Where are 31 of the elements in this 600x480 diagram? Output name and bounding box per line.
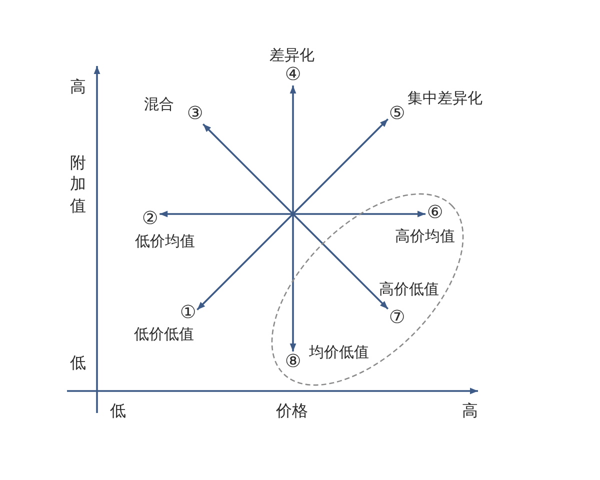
- arrow: [160, 210, 293, 218]
- arrow: [202, 123, 294, 215]
- arrow: [292, 118, 389, 215]
- callout-number: ⑦: [389, 308, 406, 326]
- axis-label: 高: [462, 403, 478, 419]
- callout-number: ①: [180, 304, 196, 322]
- position-label: 高价均值: [395, 228, 455, 244]
- position-label: 低价均值: [135, 234, 195, 248]
- axis-label: 高: [70, 79, 86, 95]
- arrow: [290, 86, 296, 214]
- position-label: 均价低值: [309, 344, 369, 360]
- dashed-ellipse: [270, 192, 464, 386]
- arrow: [292, 213, 389, 310]
- position-label: 高价低值: [379, 282, 439, 297]
- callout-number: ④: [285, 66, 302, 84]
- arrow: [196, 213, 294, 310]
- axis-label: 附加值: [70, 152, 86, 216]
- callout-number: ⑥: [427, 204, 444, 222]
- arrow: [290, 214, 296, 352]
- axis-label: 价格: [276, 403, 308, 419]
- callout-number: ⑧: [285, 353, 302, 371]
- axis-label: 低: [70, 355, 86, 371]
- position-label: 混合: [144, 96, 174, 112]
- position-label: 低价低值: [134, 326, 194, 342]
- position-label: 差异化: [270, 48, 314, 62]
- callout-number: ③: [187, 105, 204, 123]
- axis-label: 低: [110, 403, 126, 419]
- arrow: [293, 210, 426, 218]
- callout-number: ⑤: [389, 105, 406, 123]
- position-label: 集中差异化: [408, 90, 482, 106]
- callout-number: ②: [142, 210, 158, 228]
